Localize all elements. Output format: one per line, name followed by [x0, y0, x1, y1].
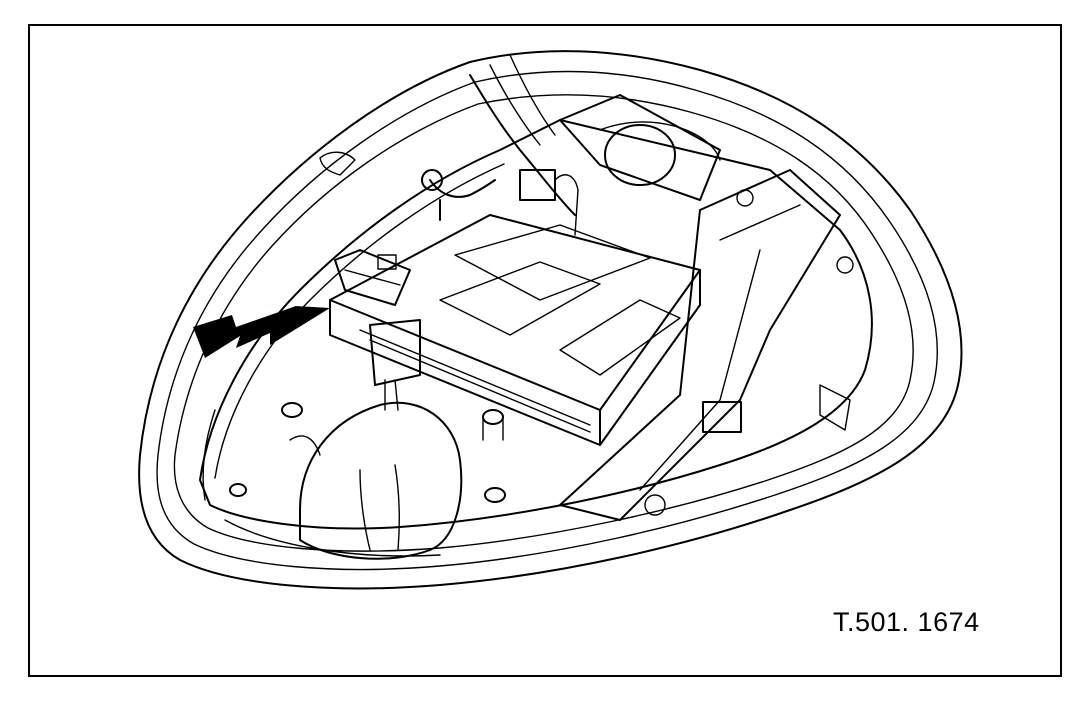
inner-tray	[199, 119, 873, 530]
figure-reference-code: T.501. 1674	[833, 607, 980, 637]
control-module	[329, 214, 701, 446]
round-component	[559, 94, 721, 201]
mounting-bracket	[559, 169, 854, 521]
wiring-harness	[421, 54, 579, 236]
reflector-bowl	[289, 319, 463, 560]
fixing-posts	[229, 384, 851, 503]
callout-arrow	[193, 304, 330, 358]
module-connector	[334, 249, 411, 306]
diagram-frame	[28, 24, 1062, 677]
